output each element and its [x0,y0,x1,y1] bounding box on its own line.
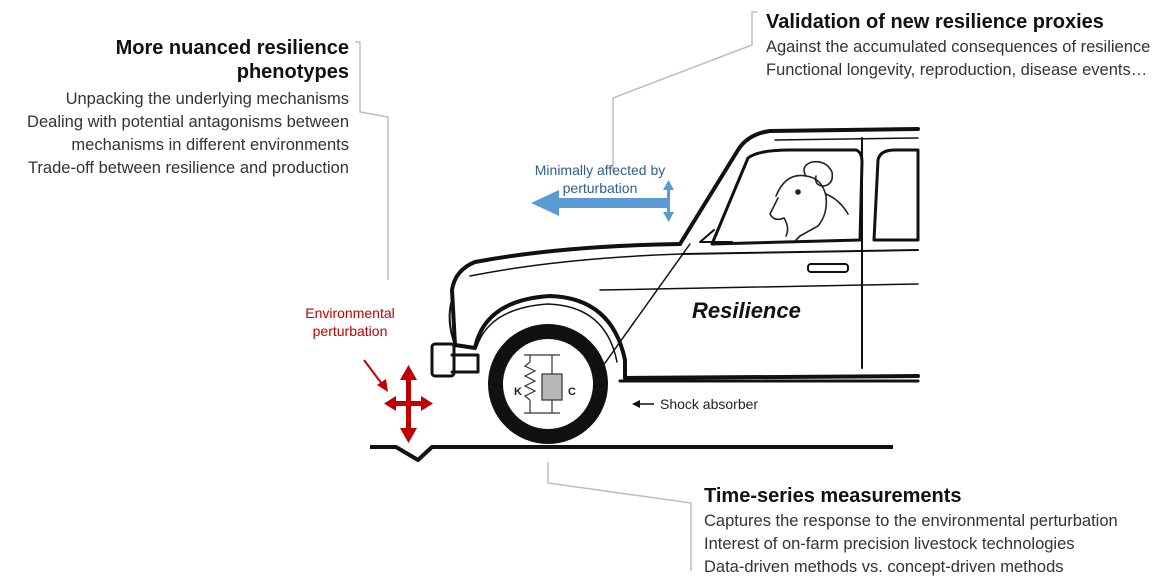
damper-label: C [568,386,576,398]
left-title-line1: More nuanced resilience [115,37,349,59]
top-title: Validation of new resilience proxies [766,11,1104,33]
perturbation-pointer-line [363,359,383,385]
left-line: Trade-off between resilience and product… [27,159,349,177]
bottom-title: Time-series measurements [704,485,962,507]
bottom-line: Interest of on-farm precision livestock … [704,535,1075,553]
shock-absorber-schematic [523,354,563,414]
minimal-perturbation-arrows [531,180,674,222]
validation-proxies-block: Validation of new resilience proxies Aga… [766,10,1150,82]
perturbation-cross-arrows [384,365,433,443]
perturbation-label-line1: Environmental [305,305,395,321]
road-line [370,445,893,462]
nuanced-phenotypes-block: More nuanced resilience phenotypes Unpac… [27,36,349,180]
left-title-line2: phenotypes [236,61,349,83]
top-line: Functional longevity, reproduction, dise… [766,61,1148,79]
left-line: Dealing with potential antagonisms betwe… [27,113,349,131]
left-line: Unpacking the underlying mechanisms [65,90,349,108]
left-connector-line [355,41,389,280]
shock-arrow-head [632,400,640,408]
minimal-label-line1: Minimally affected by [535,162,665,178]
left-line: mechanisms in different environments [71,136,349,154]
top-connector-line [612,11,757,172]
top-line: Against the accumulated consequences of … [766,38,1151,56]
time-series-block: Time-series measurements Captures the re… [704,484,1118,579]
minimal-label-line2: perturbation [563,180,638,196]
goat-driver-icon [769,160,849,241]
spring-label: K [514,386,522,398]
perturbation-label-line2: perturbation [313,323,388,339]
bottom-connector-line [547,462,692,571]
car-illustration [430,127,920,383]
shock-absorber-label: Shock absorber [660,396,758,412]
perturbation-pointer-head [377,379,388,392]
car-resilience-label: Resilience [692,298,801,323]
bottom-line: Data-driven methods vs. concept-driven m… [704,558,1064,576]
bottom-line: Captures the response to the environment… [704,512,1118,530]
